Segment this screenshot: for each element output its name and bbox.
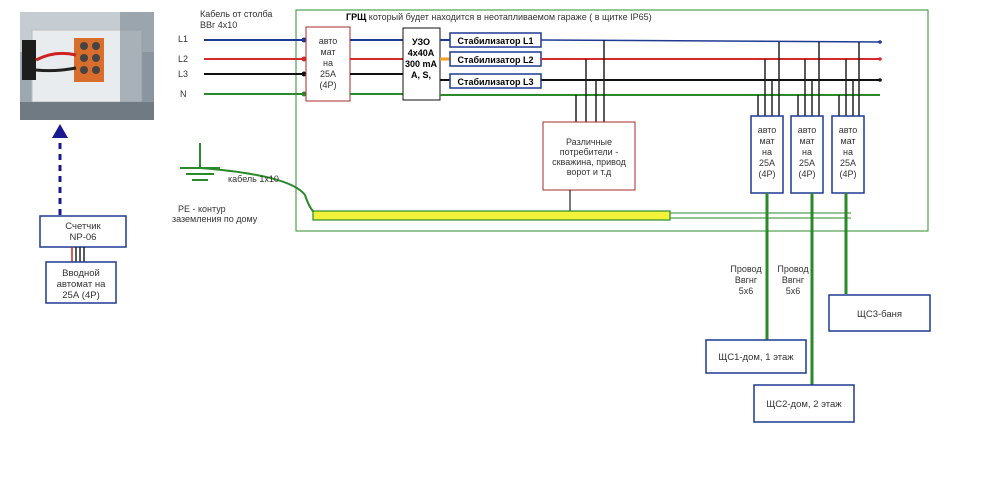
svg-text:25А: 25А [840, 158, 856, 168]
line-label-l3: L3 [178, 69, 188, 79]
breaker-drops [757, 42, 860, 116]
svg-text:ЩС1-дом, 1 этаж: ЩС1-дом, 1 этаж [718, 352, 794, 363]
svg-text:авто: авто [758, 125, 777, 135]
svg-text:автомат на: автомат на [57, 279, 106, 290]
line-label-l2: L2 [178, 54, 188, 64]
cable-label: Кабель от столба [200, 9, 272, 19]
svg-text:мат: мат [320, 47, 335, 57]
svg-text:(4Р): (4Р) [758, 169, 775, 179]
panel-shs3: ЩС3-баня [828, 294, 931, 332]
svg-text:25А: 25А [759, 158, 775, 168]
incoming-lines [204, 37, 307, 97]
svg-text:300 mA: 300 mA [405, 59, 438, 69]
meter-model: NP-06 [70, 232, 97, 243]
svg-text:потребители -: потребители - [560, 147, 618, 157]
line-label-l1: L1 [178, 34, 188, 44]
junction-box-photo [20, 12, 154, 120]
meter-wires [71, 247, 85, 262]
svg-text:авто: авто [798, 125, 817, 135]
main-panel-frame [295, 9, 929, 232]
arrow-up-icon [52, 124, 68, 215]
consumers-box: Различные потребители - скважина, привод… [542, 121, 636, 191]
svg-text:4х40А: 4х40А [408, 48, 435, 58]
svg-text:(4Р): (4Р) [319, 80, 336, 90]
breaker-1: авто мат на 25А (4Р) [750, 115, 784, 194]
panel-shs1: ЩС1-дом, 1 этаж [705, 339, 807, 374]
rcd-box: УЗО 4х40А 300 mA А, S, [402, 27, 441, 101]
ground-cable [199, 167, 317, 215]
svg-text:5х6: 5х6 [786, 286, 801, 296]
meter-label: Счетчик [65, 221, 101, 232]
svg-text:Ввгнг: Ввгнг [782, 275, 805, 285]
svg-text:5х6: 5х6 [739, 286, 754, 296]
svg-text:заземления по дому: заземления по дому [172, 214, 258, 224]
bus-lines [540, 39, 882, 82]
svg-text:(4Р): (4Р) [839, 169, 856, 179]
breaker-2: авто мат на 25А (4Р) [790, 115, 824, 194]
breaker-to-rcd-lines [350, 39, 403, 95]
svg-text:25А (4Р): 25А (4Р) [62, 290, 100, 301]
pe-label: РЕ - контур [178, 204, 226, 214]
svg-text:ЩС3-баня: ЩС3-баня [857, 309, 902, 320]
wire-label-1: Провод [730, 264, 762, 274]
panel-title: ГРЩ который будет находится в неотаплива… [346, 12, 652, 22]
svg-text:мат: мат [840, 136, 855, 146]
svg-text:авто: авто [839, 125, 858, 135]
svg-text:на: на [762, 147, 772, 157]
svg-text:Ввгнг: Ввгнг [735, 275, 758, 285]
consumer-drops [575, 40, 605, 122]
svg-text:А, S,: А, S, [411, 70, 431, 80]
panel-shs2: ЩС2-дом, 2 этаж [753, 384, 855, 423]
rcd-to-stabilizers [440, 39, 880, 96]
pe-bus [312, 210, 851, 221]
svg-text:на: на [802, 147, 812, 157]
svg-text:ворот и т.д: ворот и т.д [567, 167, 612, 177]
svg-text:на: на [843, 147, 853, 157]
svg-text:ВВг 4х10: ВВг 4х10 [200, 20, 237, 30]
svg-text:Стабилизатор L2: Стабилизатор L2 [458, 55, 534, 65]
svg-text:авто: авто [319, 36, 338, 46]
breaker-3: авто мат на 25А (4Р) [831, 115, 865, 194]
svg-text:ЩС2-дом, 2 этаж: ЩС2-дом, 2 этаж [766, 399, 842, 410]
input-breaker-box: Вводной автомат на 25А (4Р) [45, 261, 117, 304]
svg-text:Вводной: Вводной [62, 268, 100, 279]
svg-text:(4Р): (4Р) [798, 169, 815, 179]
line-label-n: N [180, 89, 187, 99]
meter-box: Счетчик NP-06 [39, 215, 127, 248]
stabilizer-l3: Стабилизатор L3 [449, 73, 542, 89]
ground-icon [180, 143, 220, 181]
ground-cable-label: кабель 1х10 [228, 174, 279, 184]
svg-text:мат: мат [759, 136, 774, 146]
stabilizer-l2: Стабилизатор L2 [449, 51, 542, 67]
main-breaker: авто мат на 25А (4Р) [305, 26, 351, 102]
svg-text:УЗО: УЗО [412, 37, 430, 47]
stabilizer-l1: Стабилизатор L1 [449, 32, 542, 48]
svg-text:мат: мат [799, 136, 814, 146]
svg-text:Стабилизатор L3: Стабилизатор L3 [458, 77, 534, 87]
svg-text:Стабилизатор L1: Стабилизатор L1 [458, 36, 534, 46]
svg-text:25А: 25А [320, 69, 336, 79]
svg-text:скважина, привод: скважина, привод [552, 157, 627, 167]
svg-text:на: на [323, 58, 333, 68]
wire-label-2: Провод [777, 264, 809, 274]
svg-text:Различные: Различные [566, 137, 612, 147]
svg-text:25А: 25А [799, 158, 815, 168]
